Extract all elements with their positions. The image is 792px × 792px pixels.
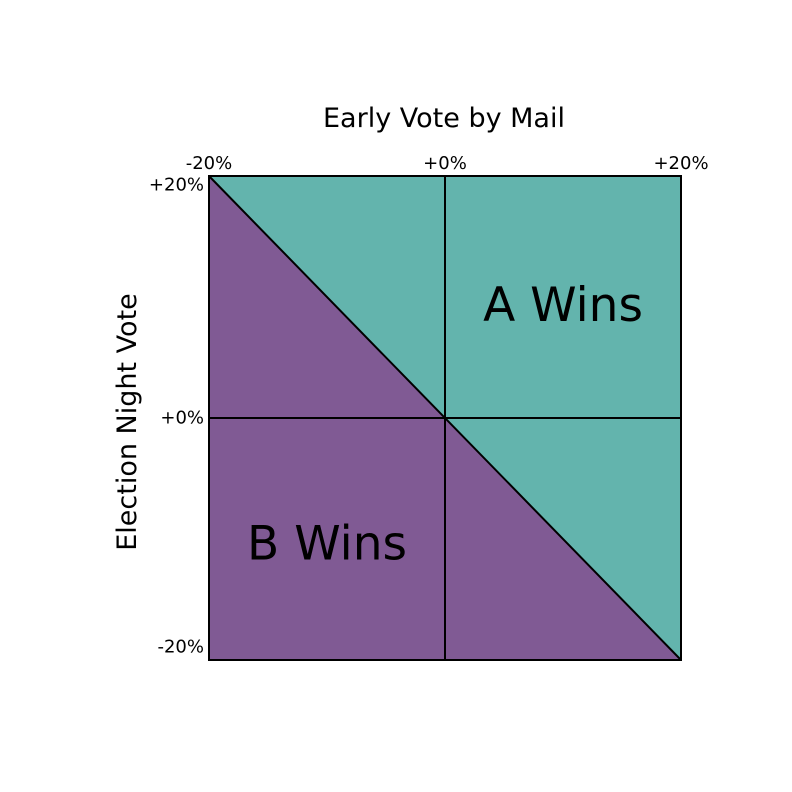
diagonal-boundary-line — [208, 175, 682, 661]
region-label-b: B Wins — [247, 516, 407, 571]
x-tick-label: -20% — [186, 153, 233, 174]
tick-labels: -20% +0% +20% +20% +0% -20% — [149, 153, 709, 658]
y-tick-label: +0% — [160, 408, 204, 429]
x-tick-label: +0% — [423, 153, 467, 174]
plot-area: A Wins B Wins — [208, 175, 682, 661]
x-tick-label: +20% — [653, 153, 708, 174]
y-axis-label: Election Night Vote — [112, 293, 143, 551]
y-tick-label: +20% — [149, 175, 204, 196]
plot-frame — [208, 175, 682, 661]
y-tick-label: -20% — [157, 637, 204, 658]
region-label-a: A Wins — [483, 278, 643, 333]
chart-title: Early Vote by Mail — [323, 103, 565, 134]
